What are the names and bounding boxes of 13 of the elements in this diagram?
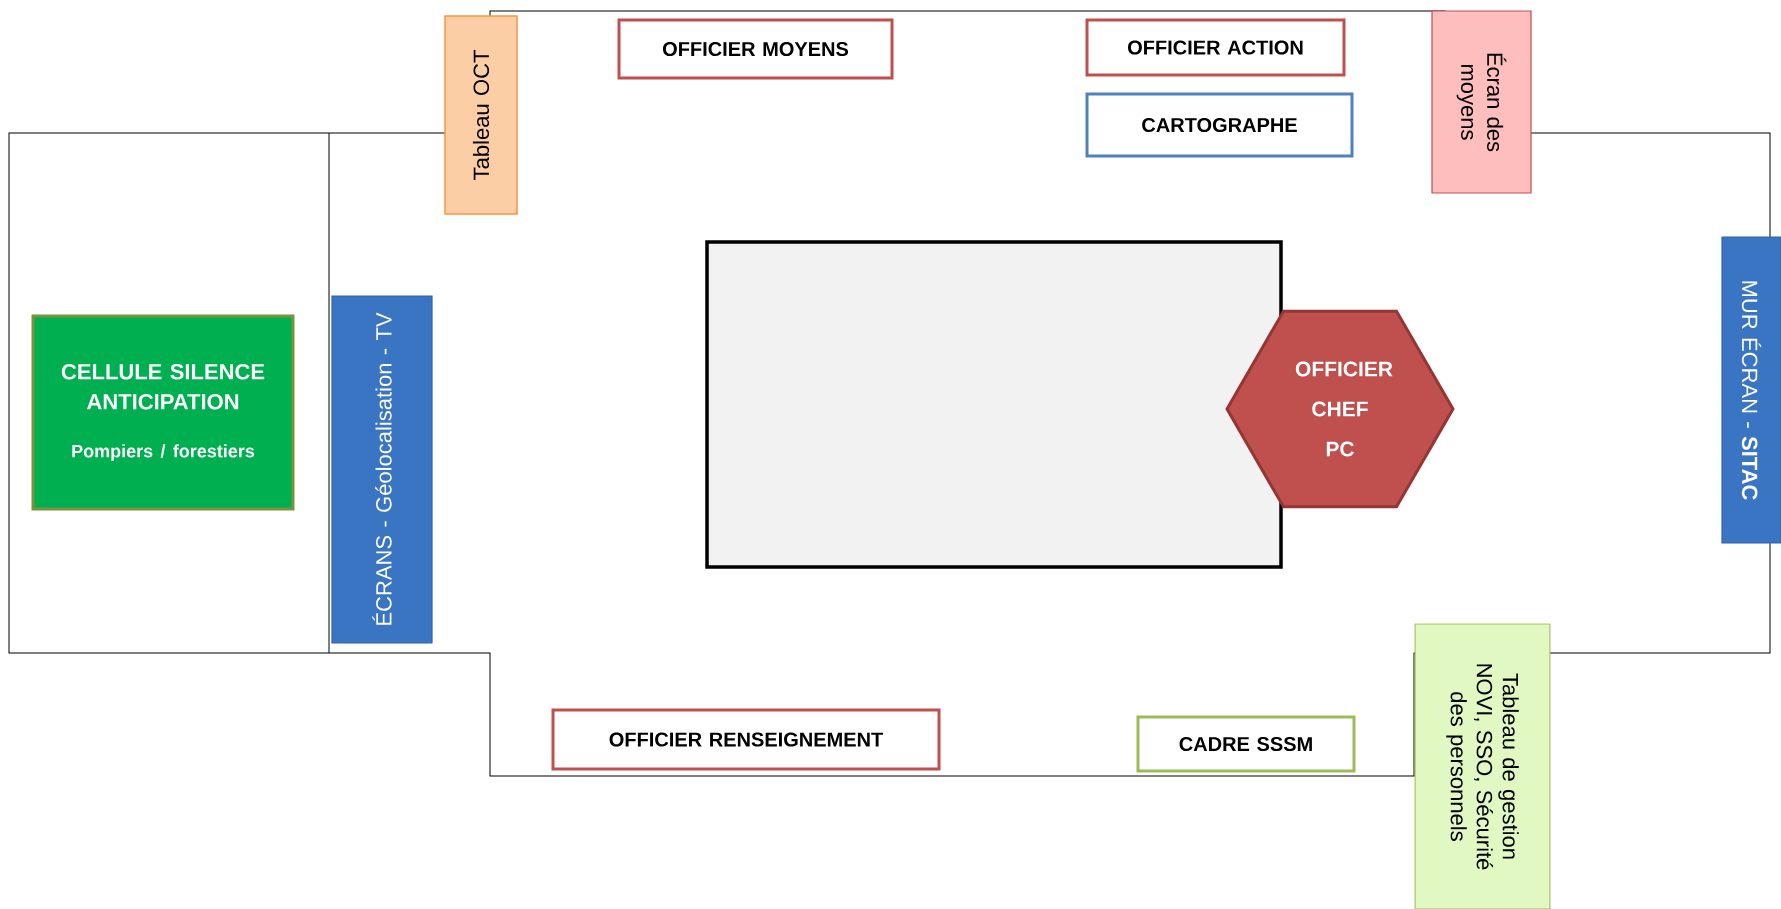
- role-box: CARTOGRAPHE: [1085, 92, 1354, 158]
- role-box: OFFICIER MOYENS: [617, 18, 894, 80]
- screen-wall: MUR ÉCRAN - SITAC: [1721, 236, 1781, 544]
- role-box: OFFICIER RENSEIGNEMENT: [551, 708, 941, 771]
- role-box: CADRE SSSM: [1136, 715, 1356, 773]
- screen-panel: Écran des moyens: [1431, 10, 1532, 194]
- meeting-table: [705, 240, 1283, 569]
- screen-panel: ÉCRANS - Géolocalisation - TV: [331, 295, 433, 644]
- cell-box: CELLULE SILENCE ANTICIPATION Pompiers / forestiers: [31, 314, 295, 511]
- whiteboard: Tableau de gestion NOVI, SSO, Sécurité des personnels: [1414, 623, 1551, 909]
- whiteboard: Tableau OCT: [444, 15, 518, 215]
- role-box: OFFICIER ACTION: [1085, 18, 1346, 77]
- chief-hexagon: OFFICIER CHEF PC: [1225, 309, 1455, 509]
